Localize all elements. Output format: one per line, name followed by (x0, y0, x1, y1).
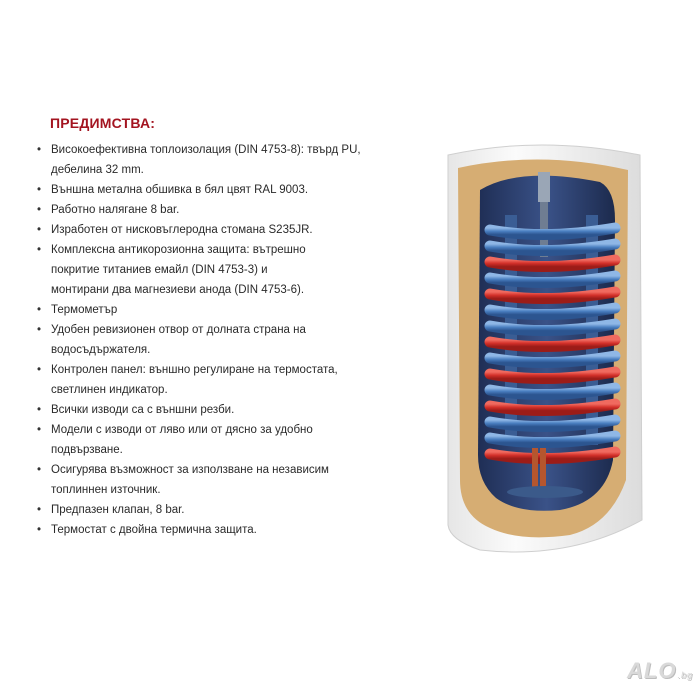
feature-line: топлиннен източник. (51, 484, 161, 496)
feature-line: Външна метална обшивка в бял цвят RAL 90… (51, 184, 309, 196)
feature-item: Контролен панел: външно регулиране на те… (37, 360, 382, 400)
feature-line: подвързване. (51, 444, 123, 456)
feature-item: Термометър (37, 300, 382, 320)
blue-coil (484, 414, 621, 433)
red-coil (484, 254, 621, 273)
red-coil (484, 446, 621, 465)
red-coil (484, 366, 621, 385)
feature-item: Всички изводи са с външни резби. (37, 400, 382, 420)
watermark-logo: ALO.bg (627, 658, 693, 683)
feature-line: светлинен индикатор. (51, 384, 168, 396)
feature-item: Изработен от нисковъглеродна стомана S23… (37, 220, 382, 240)
red-coil (484, 286, 621, 305)
feature-line: покритие титаниев емайл (DIN 4753-3) и (51, 264, 268, 276)
feature-line: Предпазен клапан, 8 bar. (51, 504, 185, 516)
feature-line: Термостат с двойна термична защита. (51, 524, 257, 536)
feature-line: Термометър (51, 304, 118, 316)
feature-line: Контролен панел: външно регулиране на те… (51, 364, 338, 376)
feature-line: монтирани два магнезиеви анода (DIN 4753… (51, 284, 305, 296)
feature-line: Изработен от нисковъглеродна стомана S23… (51, 224, 313, 236)
blue-coil (484, 302, 621, 321)
water-heater-illustration (420, 130, 660, 580)
feature-item: Комплексна антикорозионна защита: вътреш… (37, 240, 382, 300)
feature-item: Удобен ревизионен отвор от долната стран… (37, 320, 382, 360)
feature-line: дебелина 32 mm. (51, 164, 144, 176)
feature-line: Всички изводи са с външни резби. (51, 404, 235, 416)
feature-line: Удобен ревизионен отвор от долната стран… (51, 324, 306, 336)
feature-item: Осигурява възможност за използване на не… (37, 460, 382, 500)
feature-item: Термостат с двойна термична защита. (37, 520, 382, 540)
blue-coil (484, 238, 621, 257)
feature-list: Високоефективна топлоизолация (DIN 4753-… (37, 140, 382, 540)
water-heater-cutaway-icon (447, 144, 643, 553)
feature-line: Модели с изводи от ляво или от дясно за … (51, 424, 313, 436)
blue-coil (484, 318, 621, 337)
feature-item: Високоефективна топлоизолация (DIN 4753-… (37, 140, 382, 180)
blue-coil (484, 430, 621, 449)
section-heading: ПРЕДИМСТВА: (50, 115, 156, 131)
red-coil (484, 398, 621, 417)
red-coil (484, 334, 621, 353)
blue-coil (484, 382, 621, 401)
feature-line: Комплексна антикорозионна защита: вътреш… (51, 244, 306, 256)
feature-item: Предпазен клапан, 8 bar. (37, 500, 382, 520)
feature-line: Осигурява възможност за използване на не… (51, 464, 329, 476)
blue-coil (484, 350, 621, 369)
blue-coil (484, 222, 621, 241)
feature-line: Високоефективна топлоизолация (DIN 4753-… (51, 144, 361, 156)
feature-item: Модели с изводи от ляво или от дясно за … (37, 420, 382, 460)
feature-item: Външна метална обшивка в бял цвят RAL 90… (37, 180, 382, 200)
feature-item: Работно налягане 8 bar. (37, 200, 382, 220)
feature-line: Работно налягане 8 bar. (51, 204, 180, 216)
blue-coil (484, 270, 621, 289)
feature-line: водосъдържателя. (51, 344, 151, 356)
